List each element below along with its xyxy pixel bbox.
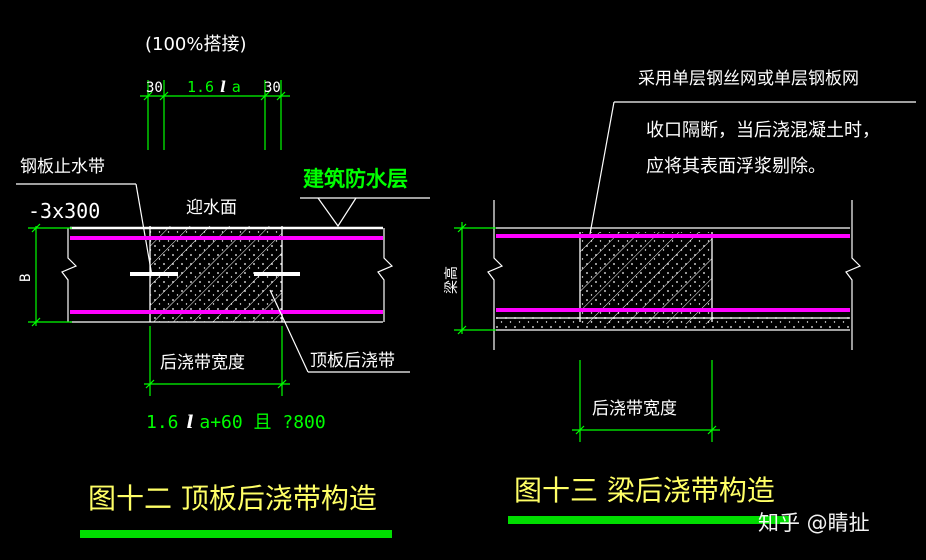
roof-band-label: 顶板后浇带 bbox=[310, 351, 395, 371]
note-line-1: 采用单层钢丝网或单层钢板网 bbox=[638, 69, 859, 89]
steel-plate-size: -3x300 bbox=[28, 199, 100, 223]
slab-section-12 bbox=[61, 226, 394, 323]
figure-12-caption: 图十二 顶板后浇带构造 bbox=[88, 482, 377, 515]
top-dimension bbox=[140, 80, 290, 150]
dim-30-left: 30 bbox=[146, 80, 163, 96]
steel-plate-label: 钢板止水带 bbox=[20, 157, 105, 177]
figure-13-caption-bar bbox=[508, 516, 790, 524]
figure-13: 采用单层钢丝网或单层钢板网 收口隔断，当后浇混凝土时， 应将其表面浮浆剔除。 bbox=[443, 69, 916, 524]
steel-plate-leader-diag bbox=[135, 183, 153, 277]
figure-12-caption-bar bbox=[80, 530, 392, 538]
beam-section-13 bbox=[487, 200, 862, 350]
beam-height-dimension bbox=[454, 222, 496, 335]
band-width-dimension-13 bbox=[572, 360, 720, 442]
beam-height-label: 梁高 bbox=[443, 266, 460, 294]
water-face-label: 迎水面 bbox=[186, 198, 237, 218]
waterproof-leader bbox=[300, 197, 430, 228]
roof-band-leader bbox=[269, 289, 309, 373]
thickness-label: B bbox=[18, 274, 34, 282]
thickness-dimension bbox=[28, 223, 72, 327]
note-line-2: 收口隔断，当后浇混凝土时， bbox=[646, 120, 880, 141]
band-width-label-12: 后浇带宽度 bbox=[160, 353, 245, 373]
watermark: 知乎 @睛扯 bbox=[758, 511, 870, 535]
note-line-3: 应将其表面浮浆剔除。 bbox=[646, 156, 826, 177]
band-width-label-13: 后浇带宽度 bbox=[592, 399, 677, 419]
band-width-dimension-12 bbox=[144, 326, 290, 396]
note-leader bbox=[589, 101, 615, 235]
waterproof-label: 建筑防水层 bbox=[303, 167, 408, 191]
dim-30-right: 30 bbox=[264, 80, 281, 96]
figure-13-caption: 图十三 梁后浇带构造 bbox=[514, 474, 775, 507]
lap-note: (100%搭接) bbox=[145, 34, 247, 55]
